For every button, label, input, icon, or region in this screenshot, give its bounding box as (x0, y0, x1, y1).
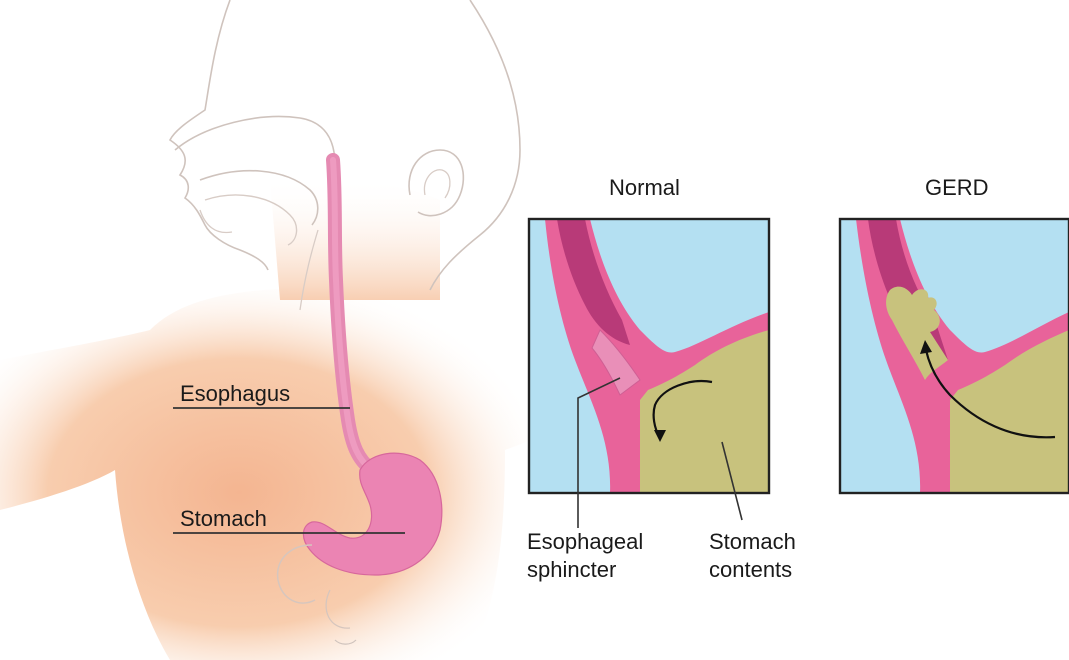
child-figure (0, 0, 530, 660)
head-back (430, 0, 520, 290)
normal-title: Normal (609, 175, 680, 201)
neck-skin (270, 177, 440, 300)
torso-skin (0, 288, 530, 660)
head-outline (170, 0, 268, 270)
contents-label-line2: contents (709, 557, 792, 583)
sphincter-label-line1: Esophageal (527, 529, 643, 555)
contents-label-line1: Stomach (709, 529, 796, 555)
ear-inner (424, 170, 449, 198)
normal-inset (529, 219, 769, 528)
sphincter-label-line2: sphincter (527, 557, 616, 583)
nasal-cavity (175, 117, 335, 165)
stomach-label: Stomach (180, 506, 267, 532)
jaw (200, 210, 232, 233)
gerd-inset (840, 219, 1069, 493)
gerd-title: GERD (925, 175, 989, 201)
esophagus-label: Esophagus (180, 381, 290, 407)
